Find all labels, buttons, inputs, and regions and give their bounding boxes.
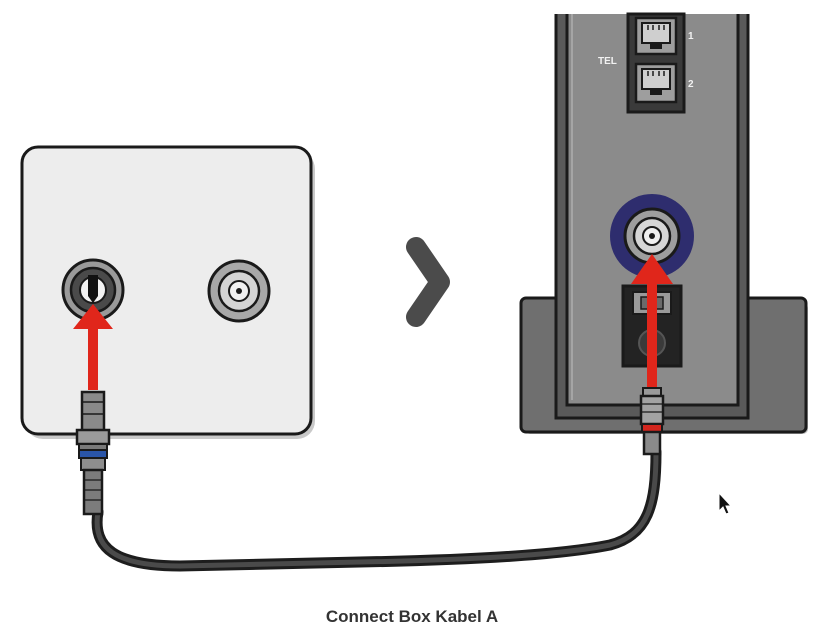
mouse-pointer-icon — [718, 491, 733, 515]
caption: Connect Box Kabel A — [325, 607, 499, 626]
phone-port-1 — [634, 16, 678, 56]
tel-label: TEL — [598, 56, 617, 67]
port-1-label: 1 — [688, 31, 694, 42]
router-phone-ports — [626, 12, 686, 114]
port-2-label: 2 — [688, 79, 694, 90]
insert-arrow-router — [631, 254, 673, 390]
router-cable-connector — [639, 387, 665, 456]
chevron-right-icon — [406, 237, 450, 327]
phone-port-2 — [634, 62, 678, 104]
wall-radio-socket — [207, 259, 271, 323]
wall-tv-socket — [61, 258, 125, 322]
insert-arrow-wall — [73, 304, 113, 390]
router-coax-port — [610, 194, 694, 278]
wall-cable-connector — [75, 390, 111, 516]
